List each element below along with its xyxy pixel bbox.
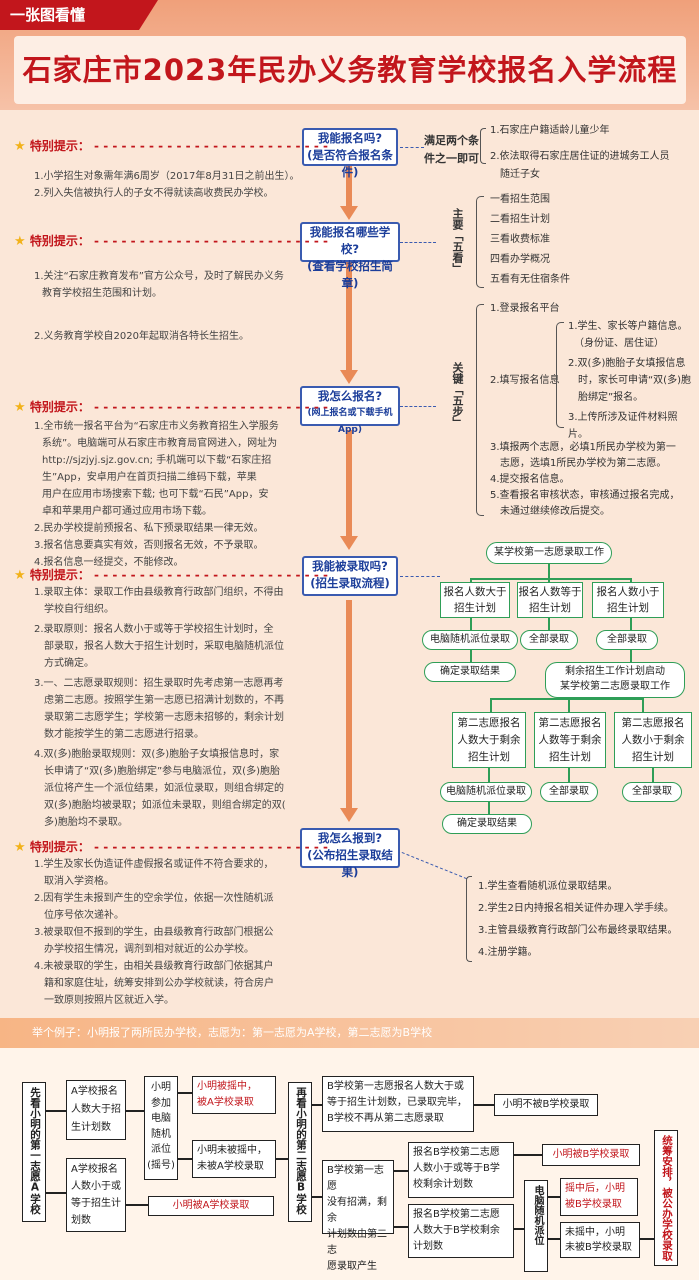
notes-register: 1.全市统一报名平台为“石家庄市义务教育招生入学服务系统”。电脑端可从石家庄市教… (34, 421, 279, 568)
warning-label: ★ 特别提示： - - - - - - - - - - - - - - - - … (14, 234, 328, 249)
flow-remaining: 剩余招生工作计划启动某学校第二志愿录取工作 (545, 662, 685, 698)
flow-second-more: 第二志愿报名人数大于剩余招生计划 (452, 712, 526, 768)
notes-eligibility: 1.小学招生对象需年满6周岁（2017年8月31日之前出生）。2.列入失信被执行… (34, 171, 300, 199)
reg-step-2: 2.填写报名信息 (490, 375, 560, 386)
spine-segment (346, 430, 352, 538)
spine-segment (346, 600, 352, 808)
example-b1-result: 小明不被B学校录取 (494, 1094, 598, 1116)
connector (400, 576, 440, 577)
flow-all-admit-2: 全部录取 (540, 782, 598, 802)
notes-admission: 1.录取主体：录取工作由县级教育行政部门组织，不得由学校自行组织。2.录取原则：… (34, 587, 286, 828)
example-b1: B学校第一志愿报名人数大于或等于招生计划数，已录取完毕，B学校不再从第二志愿录取 (322, 1076, 474, 1132)
warning-label: ★ 特别提示： - - - - - - - - - - - - - - - - … (14, 400, 328, 415)
example-banner: 举个例子：小明报了两所民办学校，志愿为：第一志愿为A学校，第二志愿为B学校 (0, 1018, 699, 1048)
flow-second-equal: 第二志愿报名人数等于剩余招生计划 (534, 712, 606, 768)
flow-lottery-2: 电脑随机派位录取 (440, 782, 532, 802)
flow-all-admit: 全部录取 (520, 630, 578, 650)
example-hit: 小明被摇中，被A学校录取 (192, 1076, 276, 1114)
connector (400, 242, 436, 243)
example-b4: 报名B学校第二志愿人数大于B学校剩余计划数 (408, 1204, 514, 1258)
warning-label: ★ 特别提示： - - - - - - - - - - - - - - - - … (14, 840, 328, 855)
flow-all-admit-2: 全部录取 (622, 782, 682, 802)
condition-label: 满足两个条件之一即可 (424, 134, 479, 165)
example-a-admit: 小明被A学校录取 (148, 1196, 274, 1216)
example-final: 统筹安排，被公办学校录取 (654, 1130, 678, 1266)
flow-more-than-plan: 报名人数大于招生计划 (440, 582, 510, 618)
page-title: 石家庄市2023年民办义务教育学校报名入学流程 (14, 36, 686, 104)
five-looks-label: 主要「五看」 (451, 208, 464, 274)
down-arrow-icon (340, 206, 358, 220)
down-arrow-icon (340, 536, 358, 550)
flow-confirm-2: 确定录取结果 (442, 814, 532, 834)
example-lottery-2: 电脑随机派位 (524, 1180, 548, 1272)
example-miss: 小明未被摇中，未被A学校录取 (192, 1140, 276, 1178)
star-icon: ★ (14, 840, 26, 855)
example-b3: 报名B学校第二志愿人数小于或等于B学校剩余计划数 (408, 1142, 514, 1198)
flow-lottery: 电脑随机派位录取 (422, 630, 518, 650)
flow-all-admit: 全部录取 (596, 630, 658, 650)
step-box-admission: 我能被录取吗?(招生录取流程) (302, 556, 398, 596)
connector (400, 147, 424, 148)
flow-first-choice: 某学校第一志愿录取工作 (486, 542, 612, 564)
connector (387, 852, 467, 916)
reg-step-1: 1.登录报名平台 (490, 303, 560, 314)
step-box-report: 我怎么报到?(公布招生录取结果) (300, 828, 400, 879)
warning-label: ★ 特别提示： - - - - - - - - - - - - - - - - … (14, 568, 328, 583)
down-arrow-icon (340, 808, 358, 822)
star-icon: ★ (14, 568, 26, 583)
report-list: 1.学生查看随机派位录取结果。2.学生2日内持报名相关证件办理入学手续。3.主管… (478, 881, 678, 958)
flow-confirm: 确定录取结果 (424, 662, 516, 682)
brace (476, 196, 484, 288)
step-box-eligibility: 我能报名吗?(是否符合报名条件) (302, 128, 398, 179)
connector (400, 406, 436, 407)
spine-segment (346, 166, 352, 210)
example-second-choice-label: 再看小明的第二志愿B学校 (288, 1082, 312, 1222)
down-arrow-icon (340, 370, 358, 384)
spine-segment (346, 262, 352, 372)
step-box-schools: 我能报名哪些学校?(查看学校招生简章) (300, 222, 400, 290)
star-icon: ★ (14, 234, 26, 249)
flow-second-less: 第二志愿报名人数小于剩余招生计划 (614, 712, 692, 768)
example-lottery: 小明参加电脑随机派位(摇号) (144, 1076, 178, 1180)
brace (476, 304, 484, 516)
example-b4-miss: 未摇中，小明未被B学校录取 (560, 1222, 640, 1258)
reg-step-2-detail: 1.学生、家长等户籍信息。（身份证、居住证）2.双(多)胞胎子女填报信息时，家长… (568, 321, 691, 440)
notes-schools: 1.关注“石家庄教育发布”官方公众号，及时了解民办义务教育学校招生范围和计划。2… (34, 271, 284, 342)
example-b4-hit: 摇中后，小明被B学校录取 (560, 1178, 638, 1216)
star-icon: ★ (14, 400, 26, 415)
reg-steps-rest: 3.填报两个志愿，必填1所民办学校为第一志愿，选填1所民办学校为第二志愿。4.提… (490, 442, 680, 517)
step-box-how-register: 我怎么报名?(网上报名或下载手机App) (300, 386, 400, 435)
five-steps-label: 关键「五步」 (451, 362, 464, 428)
brace (466, 876, 472, 962)
example-b3-result: 小明被B学校录取 (542, 1144, 640, 1166)
notes-report: 1.学生及家长伪造证件虚假报名或证件不符合要求的，取消入学资格。2.因有学生未报… (34, 859, 274, 1006)
flow-equal-plan: 报名人数等于招生计划 (517, 582, 583, 618)
star-icon: ★ (14, 139, 26, 154)
warning-label: ★ 特别提示： - - - - - - - - - - - - - - - - … (14, 139, 328, 154)
example-a1: A学校报名人数大于招生计划数 (66, 1080, 126, 1140)
example-first-choice-label: 先看小明的第一志愿A学校 (22, 1082, 46, 1222)
header-tag: 一张图看懂 (0, 0, 158, 30)
example-b2: B学校第一志愿没有招满，剩余计划数由第二志愿录取产生 (322, 1160, 394, 1272)
brace (556, 322, 564, 428)
brace (480, 128, 486, 164)
example-a2: A学校报名人数小于或等于招生计划数 (66, 1158, 126, 1232)
flow-less-than-plan: 报名人数小于招生计划 (592, 582, 664, 618)
five-looks-list: 一看招生范围二看招生计划三看收费标准四看办学概况五看有无住宿条件 (490, 194, 570, 285)
